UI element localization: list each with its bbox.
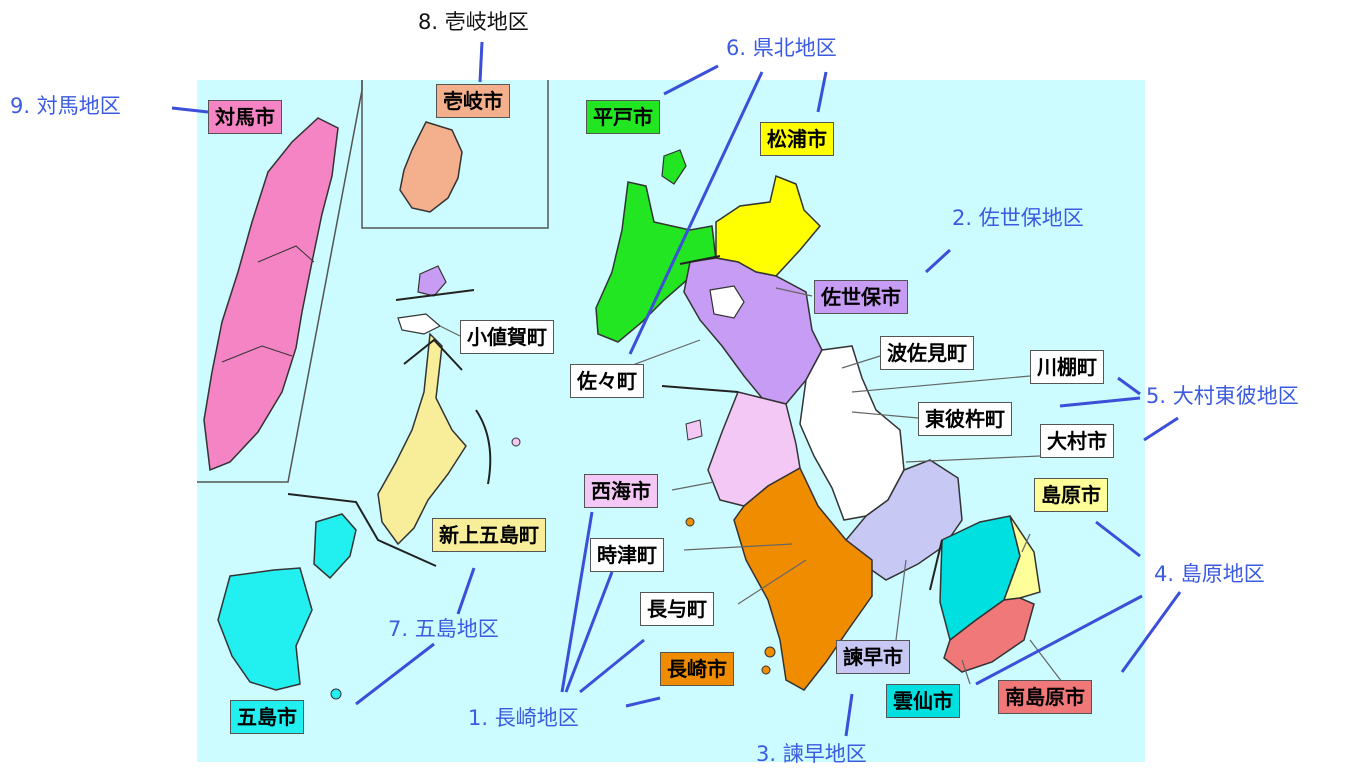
municipality-leader [439, 325, 461, 337]
islet-orange [761, 665, 771, 675]
municipality-goto: 五島市 [230, 700, 304, 734]
islet-orange [685, 517, 695, 527]
municipality-iki: 壱岐市 [436, 84, 510, 118]
municipality-nagasaki: 長崎市 [660, 652, 734, 686]
islet-saza [685, 419, 703, 441]
region-leader-1 [625, 696, 661, 708]
region-leader-7 [456, 567, 476, 615]
municipality-leaders [439, 287, 1063, 685]
municipality-hirado: 平戸市 [586, 100, 660, 134]
municipality-sasebo: 佐世保市 [814, 280, 908, 314]
municipality-leader [683, 543, 793, 551]
sea-boundary [287, 493, 437, 567]
municipality-shimabara: 島原市 [1034, 478, 1108, 512]
municipality-matsuura: 松浦市 [760, 122, 834, 156]
region-leader-6 [663, 64, 719, 96]
municipality-leader [1021, 533, 1031, 553]
region-label-4: 4. 島原地区 [1154, 562, 1265, 586]
tsushima-border [257, 245, 315, 263]
municipality-leader [905, 455, 1041, 463]
goto-island-north [313, 513, 357, 580]
goto-island-fukue [217, 567, 313, 691]
region-leader-4 [975, 594, 1143, 686]
municipality-leader [737, 559, 807, 605]
region-leader-5 [1117, 376, 1141, 396]
municipality-leader [851, 411, 919, 419]
region-leader-5 [1143, 416, 1179, 442]
region-label-8: 8. 壱岐地区 [418, 10, 529, 34]
islet-orange [764, 646, 776, 658]
region-label-7: 7. 五島地区 [388, 617, 499, 641]
region-label-5: 5. 大村東彼地区 [1146, 384, 1299, 408]
region-leader-1 [564, 571, 614, 693]
sasebo-inner [709, 285, 745, 319]
municipality-togitsu: 時津町 [590, 538, 664, 572]
sea-boundary [929, 539, 943, 591]
iki-island [399, 121, 463, 213]
municipality-minamishimabara: 南島原市 [998, 680, 1092, 714]
region-label-1: 1. 長崎地区 [468, 706, 579, 730]
municipality-saikai: 西海市 [584, 474, 658, 508]
municipality-isahaya: 諫早市 [836, 640, 910, 674]
sea-boundary [679, 255, 721, 265]
municipality-nagayo: 長与町 [640, 592, 714, 626]
region-leader-9 [171, 106, 209, 114]
sea-boundary [403, 338, 463, 371]
municipality-omura: 大村市 [1040, 424, 1114, 458]
municipality-tsushima: 対馬市 [208, 100, 282, 134]
shinkamigoto-island [377, 332, 467, 546]
region-leader-6 [816, 71, 828, 113]
region-leader-6 [628, 71, 764, 355]
sea-boundary [395, 289, 475, 301]
sea-boundary [661, 385, 739, 393]
municipality-leader [841, 355, 881, 369]
municipality-leader [671, 481, 715, 491]
region-leader-4 [1095, 520, 1141, 558]
hirado-islet [661, 149, 687, 185]
municipality-ojika: 小値賀町 [460, 320, 554, 354]
inset-frame-iki [361, 80, 549, 229]
minamishimabara-area [943, 597, 1035, 673]
hirado-island [595, 181, 717, 343]
region-leader-2 [924, 248, 952, 274]
region-leader-3 [844, 693, 854, 737]
tsushima-border [221, 345, 293, 363]
region-leader-4 [1120, 591, 1182, 673]
municipality-leader [775, 287, 813, 297]
municipality-hasami: 波佐見町 [880, 336, 974, 370]
municipality-kawatana: 川棚町 [1030, 350, 1104, 384]
islet-pink [511, 437, 521, 447]
municipality-leader [895, 559, 907, 641]
region-label-2: 2. 佐世保地区 [952, 206, 1084, 230]
region-leader-5 [1059, 396, 1141, 408]
municipality-leader [961, 659, 971, 685]
municipality-leader [1029, 639, 1063, 683]
municipality-shinkamigoto: 新上五島町 [432, 518, 546, 552]
region-leader-8 [478, 41, 484, 83]
municipality-unzen: 雲仙市 [886, 684, 960, 718]
tsushima-island [203, 117, 339, 472]
region-leader-1 [579, 638, 645, 694]
municipality-saza: 佐々町 [570, 364, 644, 398]
region-leader-7 [355, 642, 435, 706]
region-label-3: 3. 諫早地区 [756, 742, 867, 766]
ojika-island [397, 313, 442, 335]
municipality-leader [851, 375, 1031, 393]
region-label-6: 6. 県北地区 [726, 36, 837, 60]
municipality-higashisonogi: 東彼杵町 [918, 402, 1012, 436]
region-leader-1 [560, 511, 594, 693]
region-label-9: 9. 対馬地区 [10, 94, 121, 118]
region-leaders [171, 41, 1182, 737]
islet-cyan [330, 688, 342, 700]
ojika-islet [417, 265, 447, 297]
sea-boundary [475, 409, 492, 485]
municipality-leader [629, 339, 701, 367]
sea-boundaries [287, 255, 943, 591]
